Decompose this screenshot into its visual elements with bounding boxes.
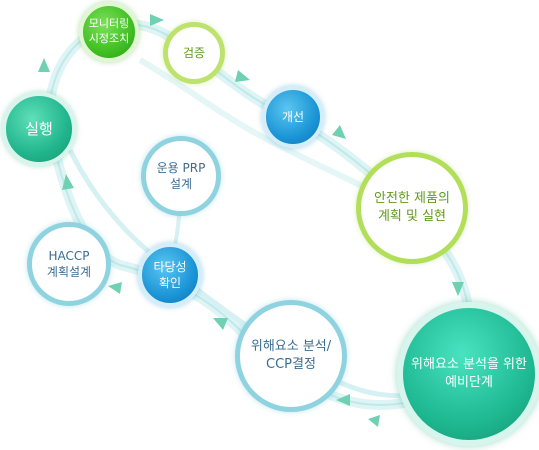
arrow-icon xyxy=(368,415,380,427)
arrow-icon xyxy=(108,282,122,294)
node-improve: 개선 xyxy=(262,86,324,148)
node-haccp-label: HACCP 계획설계 xyxy=(46,248,92,279)
node-execute-label: 실행 xyxy=(25,119,53,138)
arrow-icon xyxy=(235,70,250,82)
inner-flow-line xyxy=(67,148,421,399)
node-prp: 운용 PRP 설계 xyxy=(141,136,221,216)
arrow-icon xyxy=(336,394,350,406)
arrow-icon xyxy=(150,14,164,26)
node-prp-label: 운용 PRP 설계 xyxy=(156,160,206,191)
node-safe-product-label: 안전한 제품의 계획 및 실현 xyxy=(374,191,450,224)
node-monitoring-label: 모니터링 시정조치 xyxy=(88,17,130,45)
arrow-icon xyxy=(452,282,464,296)
flow-arrows xyxy=(38,14,464,427)
node-haccp: HACCP 계획설계 xyxy=(27,222,111,306)
node-hazard-ccp: 위해요소 분석/ CCP결정 xyxy=(235,300,347,412)
arrow-icon xyxy=(213,318,228,330)
node-monitoring: 모니터링 시정조치 xyxy=(79,2,139,62)
node-verify-label: 검증 xyxy=(182,45,206,60)
node-validity-label: 타당성 확인 xyxy=(153,259,187,290)
node-improve-label: 개선 xyxy=(281,109,305,124)
node-hazard-ccp-label: 위해요소 분석/ CCP결정 xyxy=(250,339,332,372)
arrow-icon xyxy=(332,125,346,139)
arrow-icon xyxy=(62,174,74,190)
node-validity: 타당성 확인 xyxy=(138,243,202,307)
arrow-icon xyxy=(38,58,50,72)
node-prelim: 위해요소 분석을 위한 예비단계 xyxy=(397,302,539,446)
node-verify: 검증 xyxy=(163,22,225,84)
node-safe-product: 안전한 제품의 계획 및 실현 xyxy=(356,152,468,264)
node-execute: 실행 xyxy=(2,92,76,166)
node-prelim-label: 위해요소 분석을 위한 예비단계 xyxy=(411,357,527,390)
